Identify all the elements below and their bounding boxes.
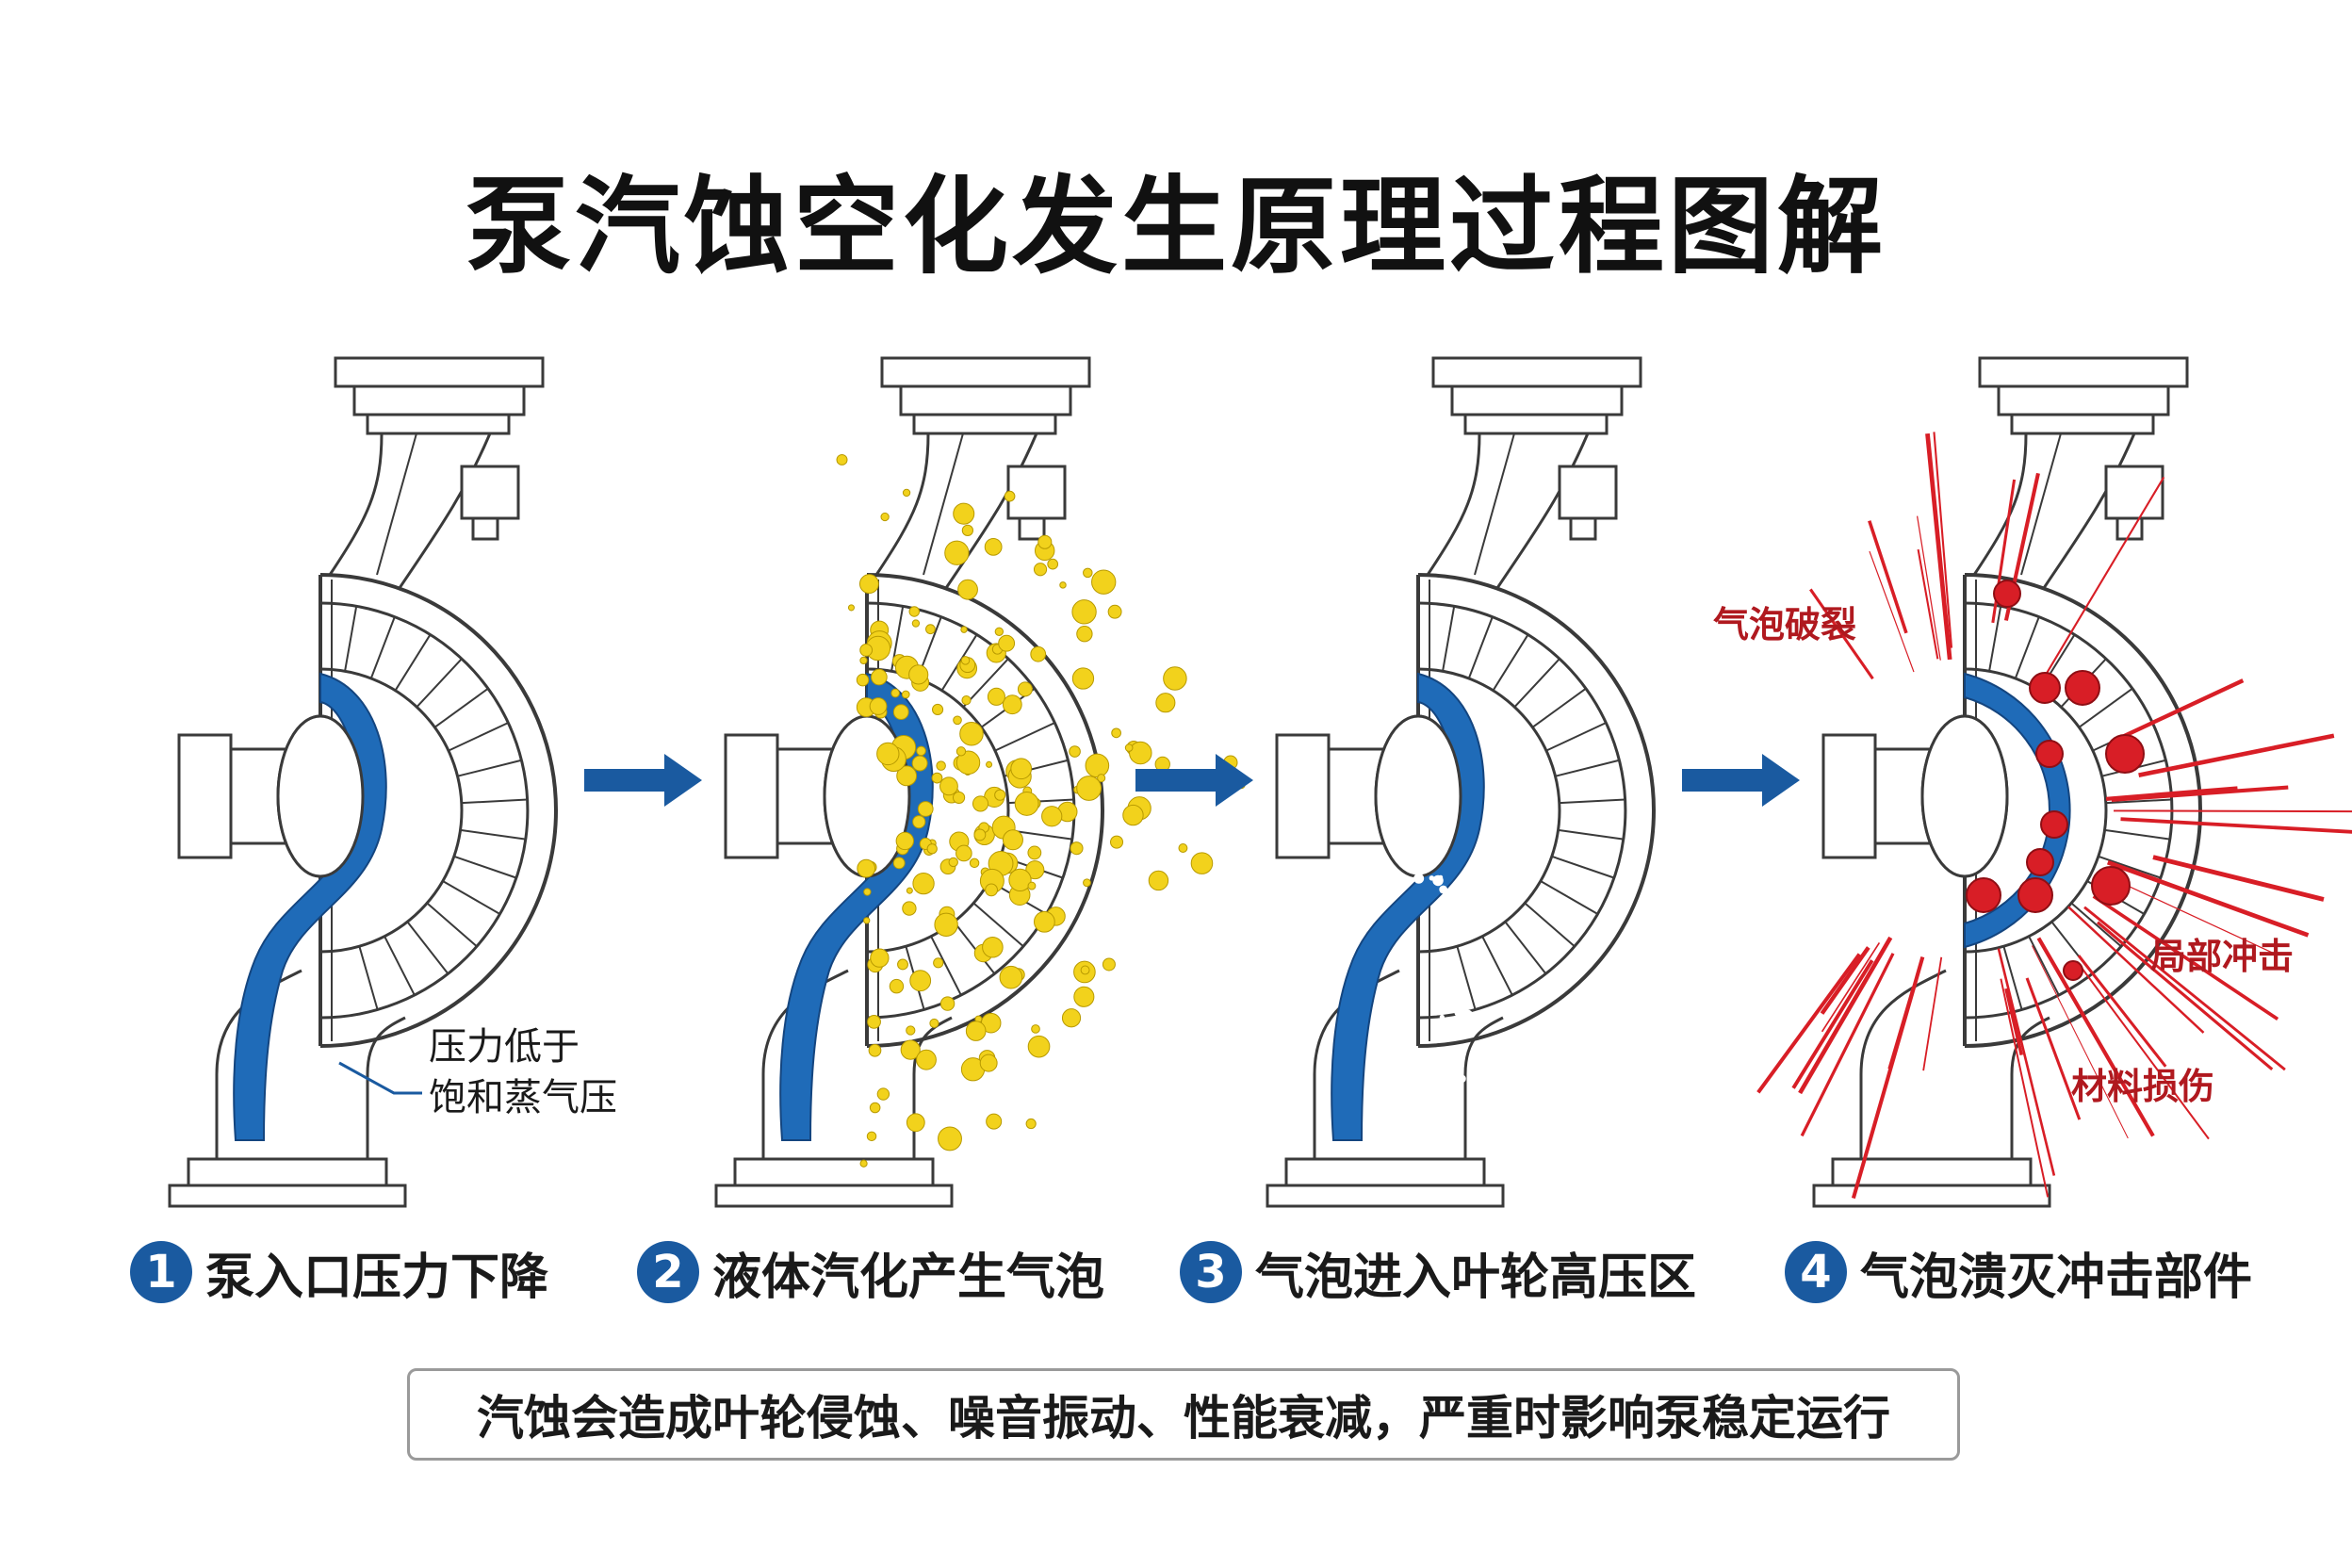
hub [1374,714,1462,878]
step-number-badge: 3 [1180,1241,1242,1303]
step-label: 液体汽化产生气泡 [712,1249,1105,1306]
hub [276,714,365,878]
step-1: 1 泵入口压力下降 [130,1234,548,1310]
small-bubbles [1380,714,1474,1084]
step-label: 泵入口压力下降 [205,1249,549,1306]
local-impact-label: 局部冲击 [2150,936,2294,977]
page-title: 泵汽蚀空化发生原理过程图解 [466,166,1886,288]
step-4: 4 气泡溃灭冲击部件 [1785,1234,2252,1310]
flow-arrow-2 [1135,754,1253,807]
impeller-vanes [1442,606,1625,1010]
material-damage-label: 材料损伤 [2071,1066,2214,1107]
impeller-vanes [344,606,528,1010]
pump-panel-2 [714,356,1246,1208]
step-label: 气泡溃灭冲击部件 [1860,1249,2253,1306]
step-number-badge: 4 [1785,1241,1847,1303]
flow-arrow-1 [584,754,702,807]
impact-rays [1756,432,2352,1200]
vapor-bubbles [836,453,1246,1168]
pressure-leader-line [338,1061,422,1095]
collapse-points [1966,580,2145,981]
pump-panel-4 [1756,356,2352,1208]
step-row: 1 泵入口压力下降 2 液体汽化产生气泡 3 气泡进入叶轮高压区 4 气泡溃灭冲… [0,1234,2352,1348]
flow-arrow-3 [1682,754,1800,807]
pressure-label-line1: 压力低于 [429,1025,580,1069]
bubble-burst-label: 气泡破裂 [1713,604,1856,645]
step-label: 气泡进入叶轮高压区 [1255,1249,1697,1306]
step-number-badge: 1 [130,1241,192,1303]
pump-panel-3 [1266,356,1656,1208]
pressure-label-line2: 饱和蒸气压 [429,1076,617,1119]
pump-panel-1 [168,356,558,1208]
hub [1920,714,2009,878]
step-3: 3 气泡进入叶轮高压区 [1180,1234,1696,1310]
summary-note: 汽蚀会造成叶轮侵蚀、噪音振动、性能衰减，严重时影响泵稳定运行 [407,1368,1960,1461]
step-2: 2 液体汽化产生气泡 [637,1234,1104,1310]
step-number-badge: 2 [637,1241,699,1303]
